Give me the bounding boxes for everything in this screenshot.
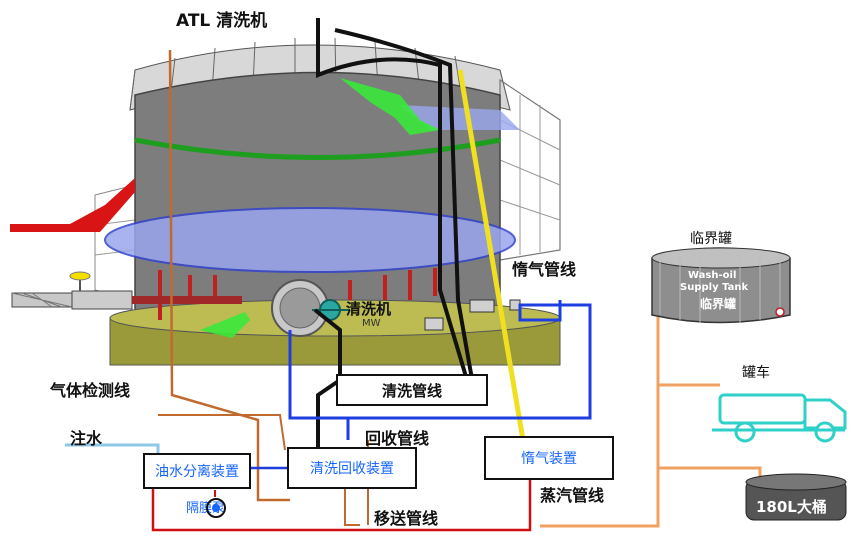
left-inlet-pipe: [11, 290, 242, 310]
tank-text-1: Wash-oil: [688, 270, 737, 281]
transfer-line-label: 移送管线: [374, 509, 439, 528]
floating-deck: [104, 207, 516, 273]
barrel-icon: [745, 473, 847, 521]
water-inject-label: 注水: [70, 429, 103, 448]
gas-detect-line-label: 气体检测线: [50, 381, 131, 400]
cleaning-line-box: 清洗管线: [336, 374, 488, 406]
cleaning-recovery-box: 清洗回收装置: [287, 447, 417, 489]
cleaning-machine-inner-label: 清洗机: [346, 300, 392, 318]
manway: [271, 279, 329, 337]
brown-gas-detect-pipe: [168, 49, 290, 502]
yellow-inert-pipe: [457, 69, 526, 441]
critical-tank-label: 临界罐: [690, 231, 732, 247]
green-arrow-top: [340, 78, 440, 135]
recovery-line-label: 回收管线: [365, 429, 430, 448]
brown-transfer-pipe: [158, 414, 286, 451]
steam-line-label: 蒸汽管线: [540, 486, 605, 505]
black-cleaning-pipe-left: [316, 18, 472, 391]
blue-panel-top: [400, 105, 520, 130]
green-arrow-bottom: [200, 312, 250, 338]
black-cleaning-pipe-mid: [334, 28, 477, 396]
valve-icon: [69, 271, 91, 291]
blue-recovery-pipe: [288, 300, 592, 440]
cleaning-machine-code: MW: [362, 318, 381, 329]
inert-gas-device-box: 惰气装置: [484, 436, 614, 480]
base-valves: [424, 299, 521, 331]
tank-truck-icon: [712, 393, 847, 443]
tank-text-3: 临界罐: [700, 297, 737, 311]
barrel-label: 180L大桶: [756, 498, 827, 516]
orange-pipe-barrel: [658, 466, 762, 490]
tank-text-2: Supply Tank: [680, 282, 749, 293]
support-legs: [158, 268, 437, 320]
title-label: ATL 清洗机: [176, 11, 268, 31]
cleaning-machine-icon: [312, 299, 350, 321]
oil-water-separator-box: 油水分离装置: [143, 453, 251, 489]
left-red-pipe: [10, 178, 135, 232]
diaphragm-pump-icon: [206, 498, 226, 518]
critical-tank-icon: [651, 247, 791, 324]
tank-truck-label: 罐车: [742, 365, 770, 381]
orange-pipe-main: [540, 312, 660, 528]
inert-gas-line-label: 惰气管线: [512, 260, 577, 279]
red-transfer-pipe: [151, 480, 532, 532]
